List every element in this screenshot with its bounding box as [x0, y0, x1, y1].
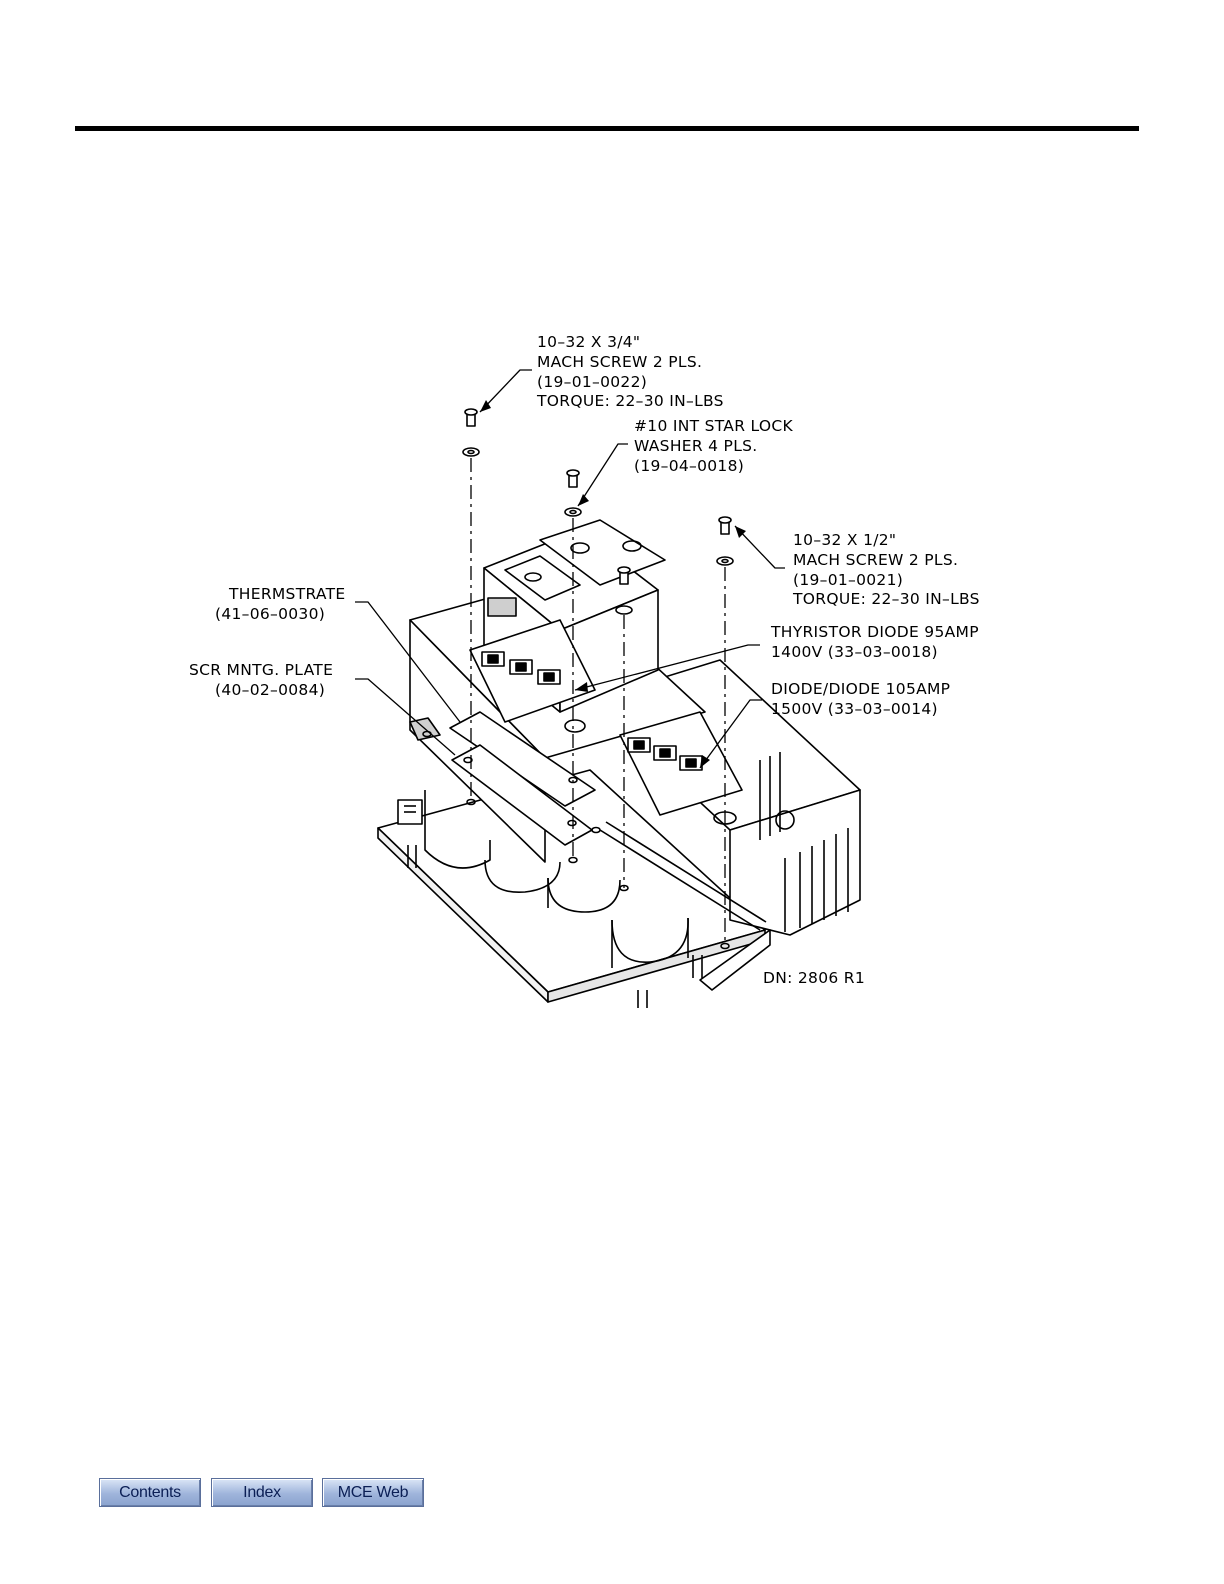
svg-text:TORQUE: 22–30 IN–LBS: TORQUE: 22–30 IN–LBS [792, 590, 980, 608]
callout-diode: DIODE/DIODE 105AMP 1500V (33–03–0014) [771, 680, 950, 718]
svg-text:(19–01–0021): (19–01–0021) [793, 571, 903, 589]
svg-text:SCR MNTG. PLATE: SCR MNTG. PLATE [189, 661, 333, 679]
callout-washer: #10 INT STAR LOCK WASHER 4 PLS. (19–04–0… [634, 417, 794, 475]
index-button[interactable]: Index [211, 1478, 313, 1507]
drawing-number: DN: 2806 R1 [763, 969, 865, 987]
svg-text:(41–06–0030): (41–06–0030) [215, 605, 325, 623]
mce-web-button[interactable]: MCE Web [322, 1478, 424, 1507]
pcb-board [377, 769, 766, 1008]
svg-text:(40–02–0084): (40–02–0084) [215, 681, 325, 699]
callout-thermstrate: THERMSTRATE (41–06–0030) [215, 585, 345, 623]
svg-text:1400V (33–03–0018): 1400V (33–03–0018) [771, 643, 938, 661]
callout-thyristor: THYRISTOR DIODE 95AMP 1400V (33–03–0018) [770, 623, 979, 661]
leader-lines [355, 369, 785, 769]
top-rule [75, 126, 1139, 131]
svg-text:THYRISTOR DIODE 95AMP: THYRISTOR DIODE 95AMP [770, 623, 979, 641]
callout-screw-3-4: 10–32 X 3/4" MACH SCREW 2 PLS. (19–01–00… [536, 333, 724, 410]
svg-text:MACH SCREW 2 PLS.: MACH SCREW 2 PLS. [793, 551, 958, 569]
callout-scr-plate: SCR MNTG. PLATE (40–02–0084) [189, 661, 333, 699]
svg-text:1500V (33–03–0014): 1500V (33–03–0014) [771, 700, 938, 718]
svg-text:DIODE/DIODE 105AMP: DIODE/DIODE 105AMP [771, 680, 950, 698]
svg-text:MACH SCREW 2 PLS.: MACH SCREW 2 PLS. [537, 353, 702, 371]
svg-text:(19–01–0022): (19–01–0022) [537, 373, 647, 391]
callout-screw-1-2: 10–32 X 1/2" MACH SCREW 2 PLS. (19–01–00… [792, 531, 980, 608]
svg-text:(19–04–0018): (19–04–0018) [634, 457, 744, 475]
screws-and-washers [462, 408, 734, 615]
svg-text:THERMSTRATE: THERMSTRATE [228, 585, 345, 603]
svg-text:10–32 X 1/2": 10–32 X 1/2" [793, 531, 896, 549]
svg-text:10–32 X 3/4": 10–32 X 3/4" [537, 333, 640, 351]
alignment-lines [470, 458, 726, 945]
svg-text:#10 INT STAR LOCK: #10 INT STAR LOCK [634, 417, 794, 435]
svg-text:TORQUE: 22–30 IN–LBS: TORQUE: 22–30 IN–LBS [536, 392, 724, 410]
svg-text:WASHER 4 PLS.: WASHER 4 PLS. [634, 437, 758, 455]
mount-holes [422, 730, 730, 950]
contents-button[interactable]: Contents [99, 1478, 201, 1507]
thyristor-module [469, 619, 596, 733]
leader-arrowheads [480, 400, 746, 768]
capacitors [424, 790, 689, 968]
